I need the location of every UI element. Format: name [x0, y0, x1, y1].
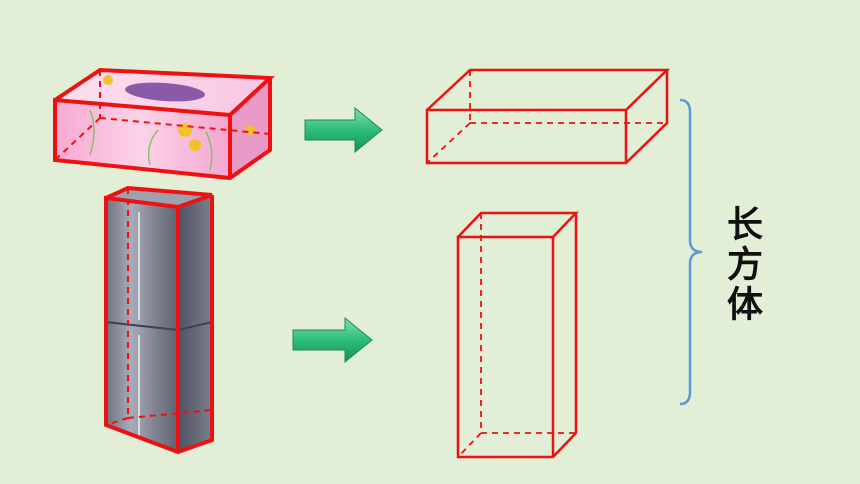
arrow-right-icon	[292, 316, 373, 364]
arrow-right-icon	[304, 106, 383, 154]
refrigerator-outline	[104, 185, 214, 455]
refrigerator-picture	[105, 188, 213, 452]
cuboid-label: 长方体	[721, 205, 763, 325]
cuboid-label-box: 长方体	[714, 190, 770, 340]
cuboid-flat	[425, 68, 671, 165]
tissue-box-outline	[53, 67, 275, 181]
cuboid-tall	[456, 211, 579, 459]
right-brace	[679, 98, 703, 406]
